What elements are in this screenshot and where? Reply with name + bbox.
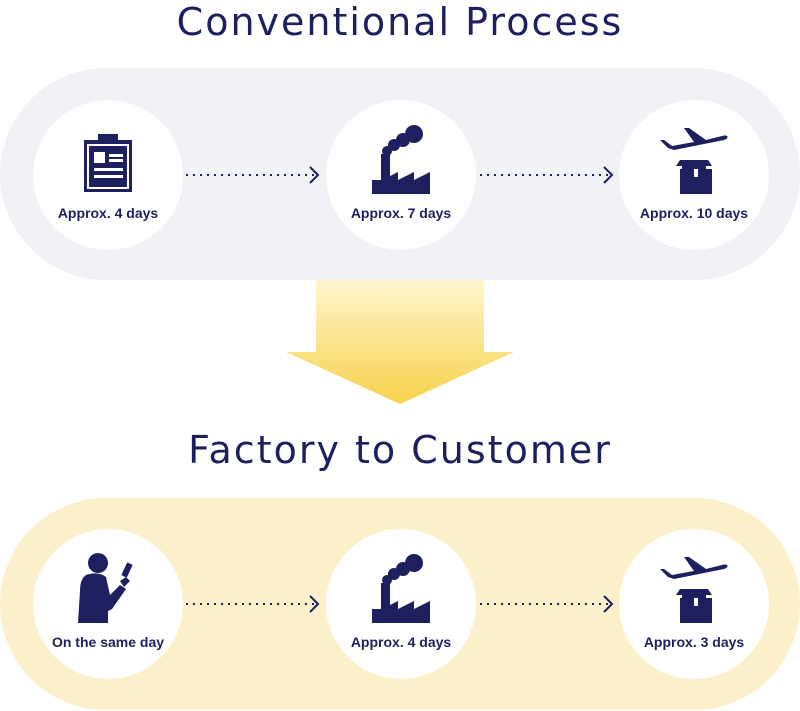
step-circle: On the same day <box>33 529 183 679</box>
step-label: Approx. 4 days <box>350 634 452 650</box>
dotted-arrow-icon <box>480 595 614 613</box>
factory-icon <box>326 551 476 623</box>
person-phone-icon <box>33 551 183 623</box>
step-label: Approx. 7 days <box>350 205 452 221</box>
step-circle: Approx. 7 days <box>326 100 476 250</box>
airplane-box-icon <box>619 551 769 623</box>
factory-to-customer-band: On the same day Approx. 4 days <box>0 498 800 710</box>
factory-icon <box>326 122 476 194</box>
step-label: On the same day <box>51 634 165 650</box>
dotted-arrow-icon <box>186 166 320 184</box>
dotted-arrow-icon <box>186 595 320 613</box>
conventional-process-band: Approx. 4 days Approx. 7 days <box>0 68 800 280</box>
clipboard-icon <box>33 122 183 194</box>
conventional-title: Conventional Process <box>176 0 624 44</box>
step-circle: Approx. 3 days <box>619 529 769 679</box>
step-circle: Approx. 4 days <box>33 100 183 250</box>
step-label: Approx. 3 days <box>643 634 745 650</box>
step-label: Approx. 4 days <box>57 205 159 221</box>
down-arrow-icon <box>286 280 514 404</box>
step-label: Approx. 10 days <box>639 205 749 221</box>
step-circle: Approx. 4 days <box>326 529 476 679</box>
step-circle: Approx. 10 days <box>619 100 769 250</box>
factory-to-customer-title: Factory to Customer <box>188 428 612 472</box>
dotted-arrow-icon <box>480 166 614 184</box>
airplane-box-icon <box>619 122 769 194</box>
